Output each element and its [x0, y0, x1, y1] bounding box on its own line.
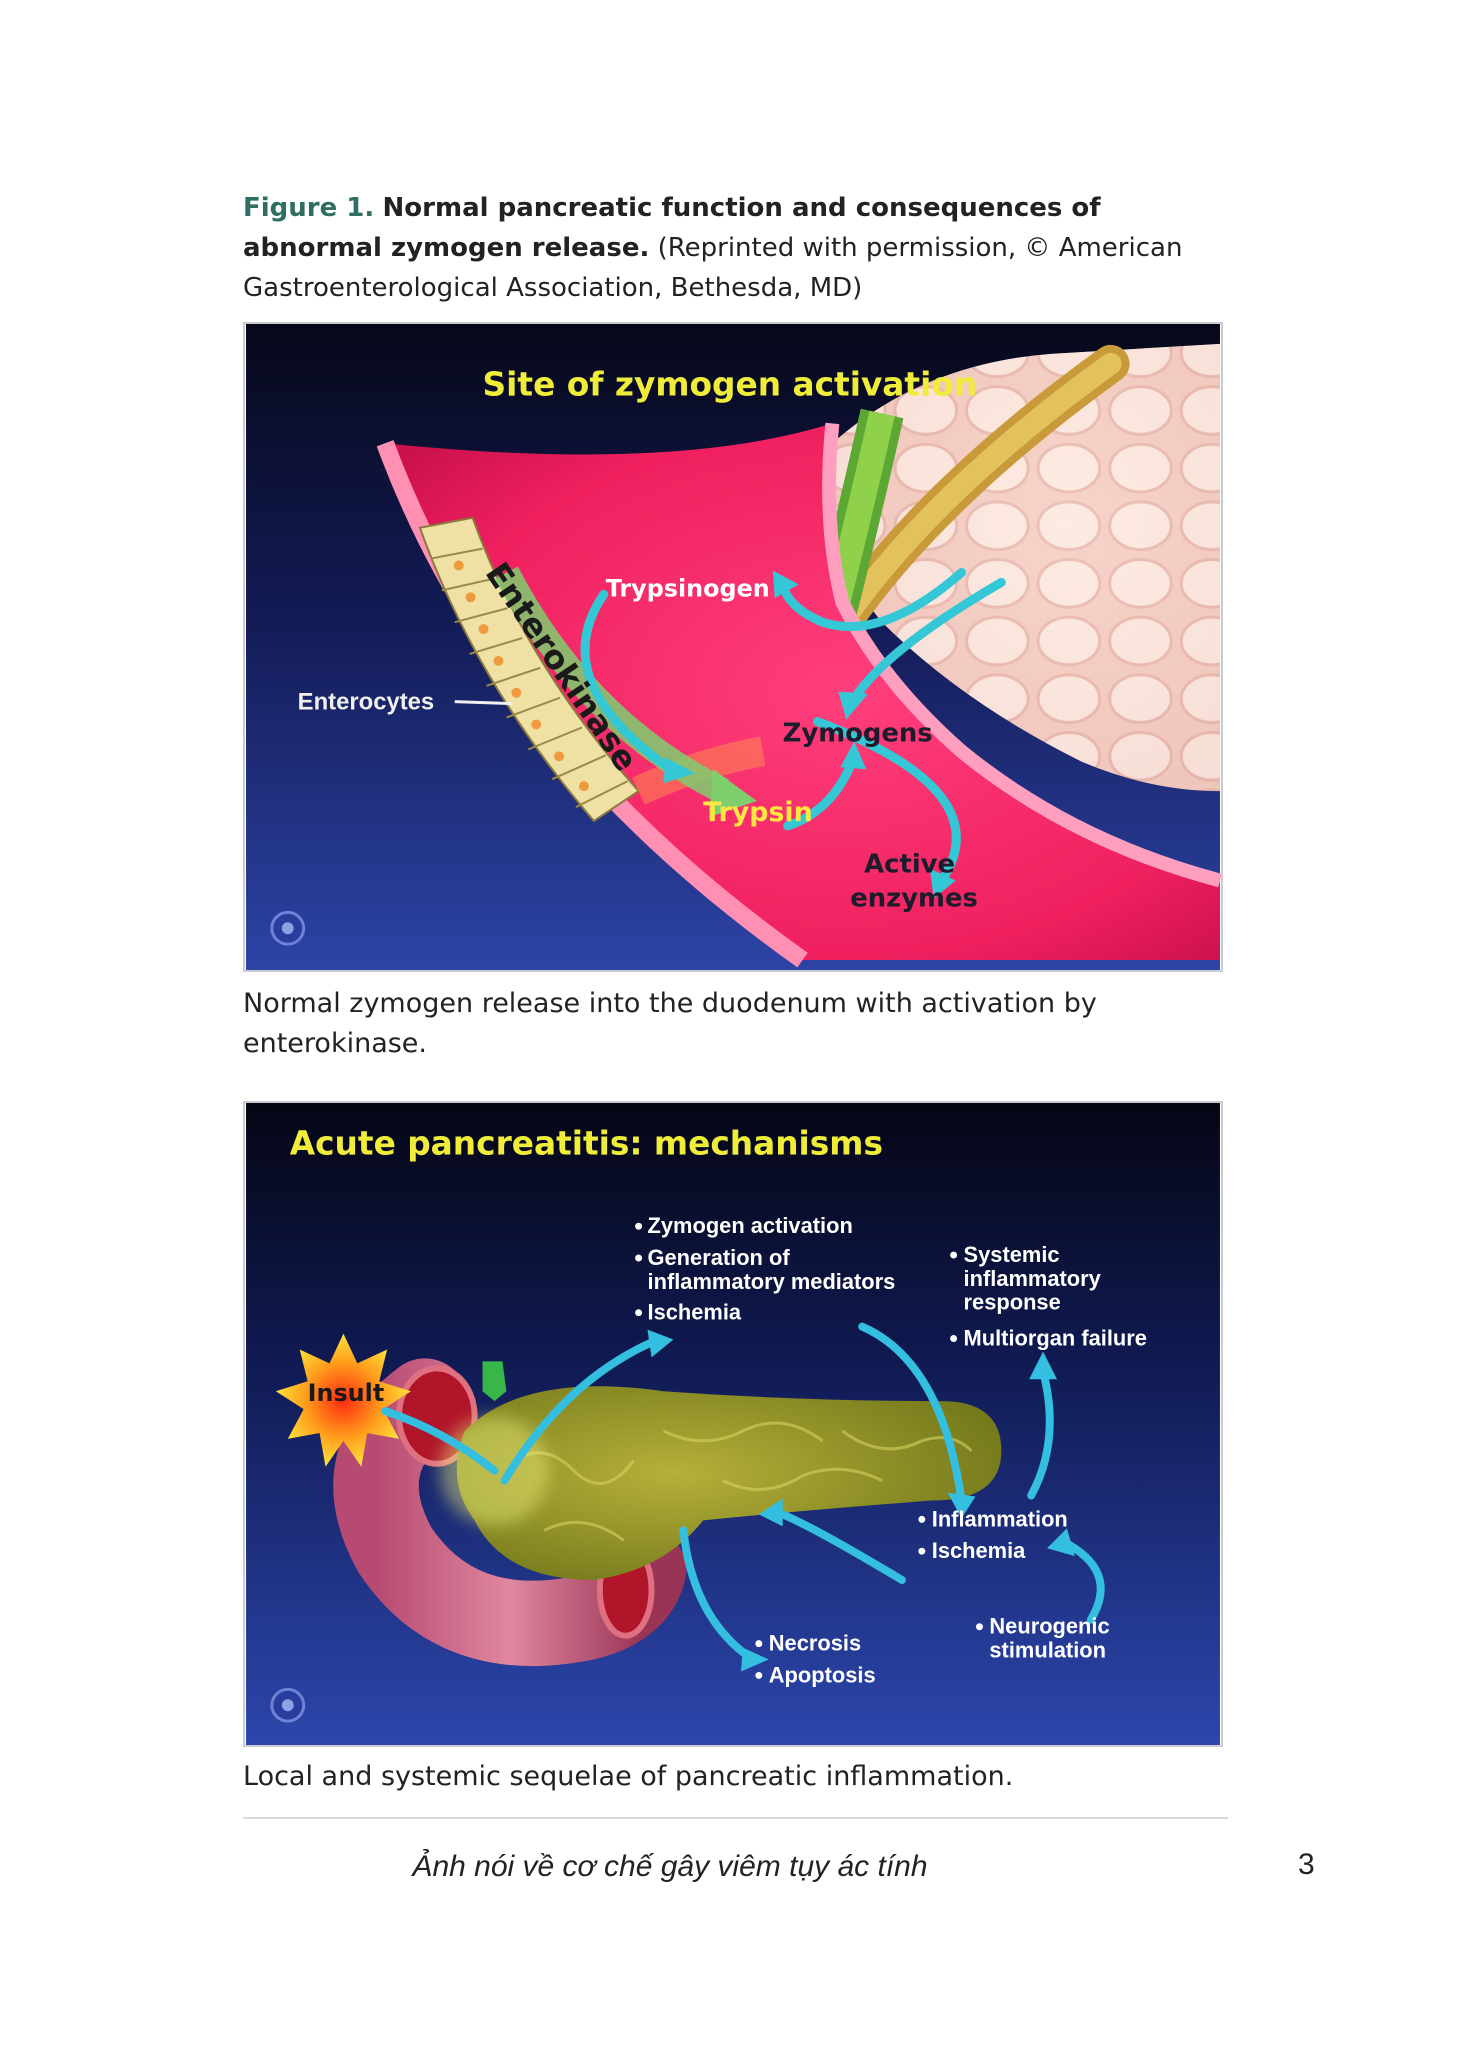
trypsinogen-label: Trypsinogen — [606, 574, 770, 602]
list-item: Necrosis — [769, 1631, 861, 1656]
list-item: Ischemia — [932, 1538, 1026, 1563]
page-number: 3 — [1298, 1848, 1315, 1881]
panel2-caption: Local and systemic sequelae of pancreati… — [243, 1761, 1014, 1792]
figure-title: Normal pancreatic function and consequen… — [243, 193, 1101, 263]
list-item: response — [964, 1290, 1061, 1315]
list-item: Apoptosis — [769, 1662, 876, 1687]
active-label: Active — [864, 850, 955, 880]
figure-credit: (Reprinted with permission, © American G… — [243, 233, 1183, 303]
footer-caption: Ảnh nói về cơ chế gây viêm tụy ác tính — [412, 1850, 928, 1883]
list-item: inflammatory — [964, 1266, 1102, 1291]
panel1-title: Site of zymogen activation — [483, 366, 978, 404]
enzymes-label: enzymes — [850, 883, 978, 913]
zymogen-activation-illustration: Site of zymogen activation Trypsinogen E… — [243, 322, 1223, 972]
neurogenic-list: Neurogenic stimulation — [975, 1614, 1110, 1663]
inflammation-list: Inflammation Ischemia — [918, 1506, 1068, 1563]
list-item: Zymogen activation — [648, 1213, 853, 1238]
aga-logo-icon — [270, 1687, 306, 1723]
list-item: Inflammation — [932, 1506, 1068, 1531]
acute-pancreatitis-mechanisms-illustration: Insult Acute pancreatitis: mechanisms Zy… — [243, 1101, 1223, 1747]
list-item: inflammatory mediators — [648, 1269, 896, 1294]
cell-death-list: Necrosis Apoptosis — [755, 1631, 876, 1687]
local-effects-list: Zymogen activation Generation of inflamm… — [635, 1213, 896, 1325]
insult-burst-icon — [275, 1333, 412, 1467]
trypsin-label: Trypsin — [703, 797, 813, 828]
list-item: Systemic — [964, 1242, 1060, 1267]
footer-divider — [243, 1817, 1228, 1819]
figure-heading: Figure 1. Normal pancreatic function and… — [243, 188, 1243, 308]
panel2-title: Acute pancreatitis: mechanisms — [290, 1125, 883, 1163]
zymogens-label: Zymogens — [783, 718, 933, 748]
aga-logo-icon — [270, 910, 306, 946]
list-item: Multiorgan failure — [964, 1325, 1147, 1350]
list-item: Ischemia — [648, 1300, 742, 1325]
figure-label: Figure 1. — [243, 193, 375, 223]
list-item: stimulation — [989, 1638, 1106, 1663]
list-item: Neurogenic — [989, 1614, 1109, 1639]
panel1-caption: Normal zymogen release into the duodenum… — [243, 988, 1097, 1059]
list-item: Generation of — [648, 1245, 791, 1270]
insult-label: Insult — [308, 1379, 385, 1407]
systemic-effects-list: Systemic inflammatory response Multiorga… — [950, 1242, 1147, 1350]
enterocytes-label: Enterocytes — [298, 689, 435, 716]
